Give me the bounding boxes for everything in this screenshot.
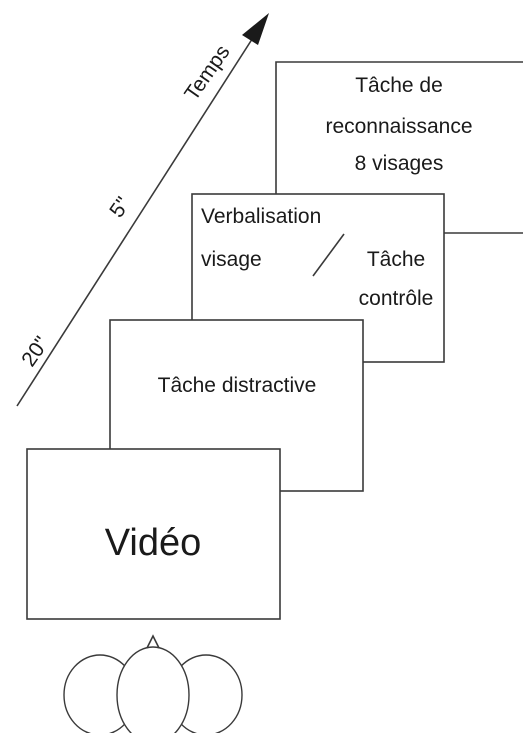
control-task-label-line2: contrôle <box>359 287 434 310</box>
time-mark-5: 5" <box>105 193 135 222</box>
alternative-slash <box>312 233 345 277</box>
recognition-task-label-line3: 8 visages <box>355 152 444 175</box>
time-mark-20: 20" <box>17 332 54 370</box>
recognition-task-label-line1: Tâche de <box>355 74 443 97</box>
time-axis-line <box>16 32 257 407</box>
video-label: Vidéo <box>105 522 202 564</box>
viewer-head-icon <box>63 634 243 733</box>
time-axis-label: Temps <box>180 41 234 105</box>
video-box <box>26 448 281 620</box>
control-task-label-line1: Tâche <box>367 248 425 271</box>
distractor-task-label: Tâche distractive <box>158 374 317 397</box>
time-axis-arrowhead <box>242 13 269 45</box>
verbalisation-label-line2: visage <box>201 248 262 271</box>
recognition-task-label-line2: reconnaissance <box>325 115 472 138</box>
verbalisation-label-line1: Verbalisation <box>201 205 321 228</box>
